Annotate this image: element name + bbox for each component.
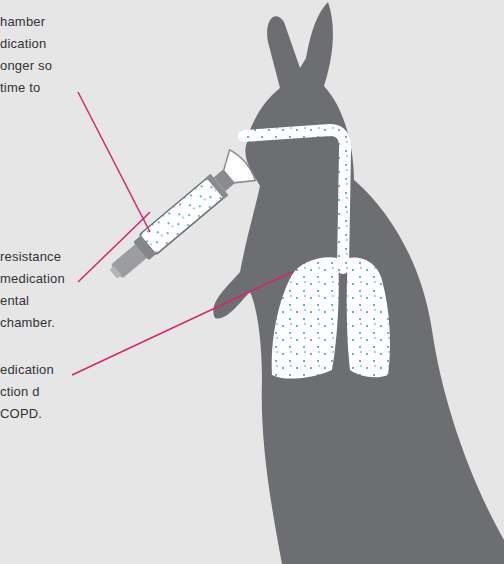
right-lung [347,257,390,377]
animal-silhouette [213,2,504,564]
callout-text: hamber dication onger so time to [0,11,64,99]
left-lung [272,257,339,378]
callout-text: edication ction d COPD. [0,359,64,425]
airway-tube [244,130,345,268]
inhaler-canister [106,236,157,284]
leader-lines [72,92,292,375]
spacer-device [135,147,259,260]
callout-text: resistance medication ental chamber. [0,246,78,334]
